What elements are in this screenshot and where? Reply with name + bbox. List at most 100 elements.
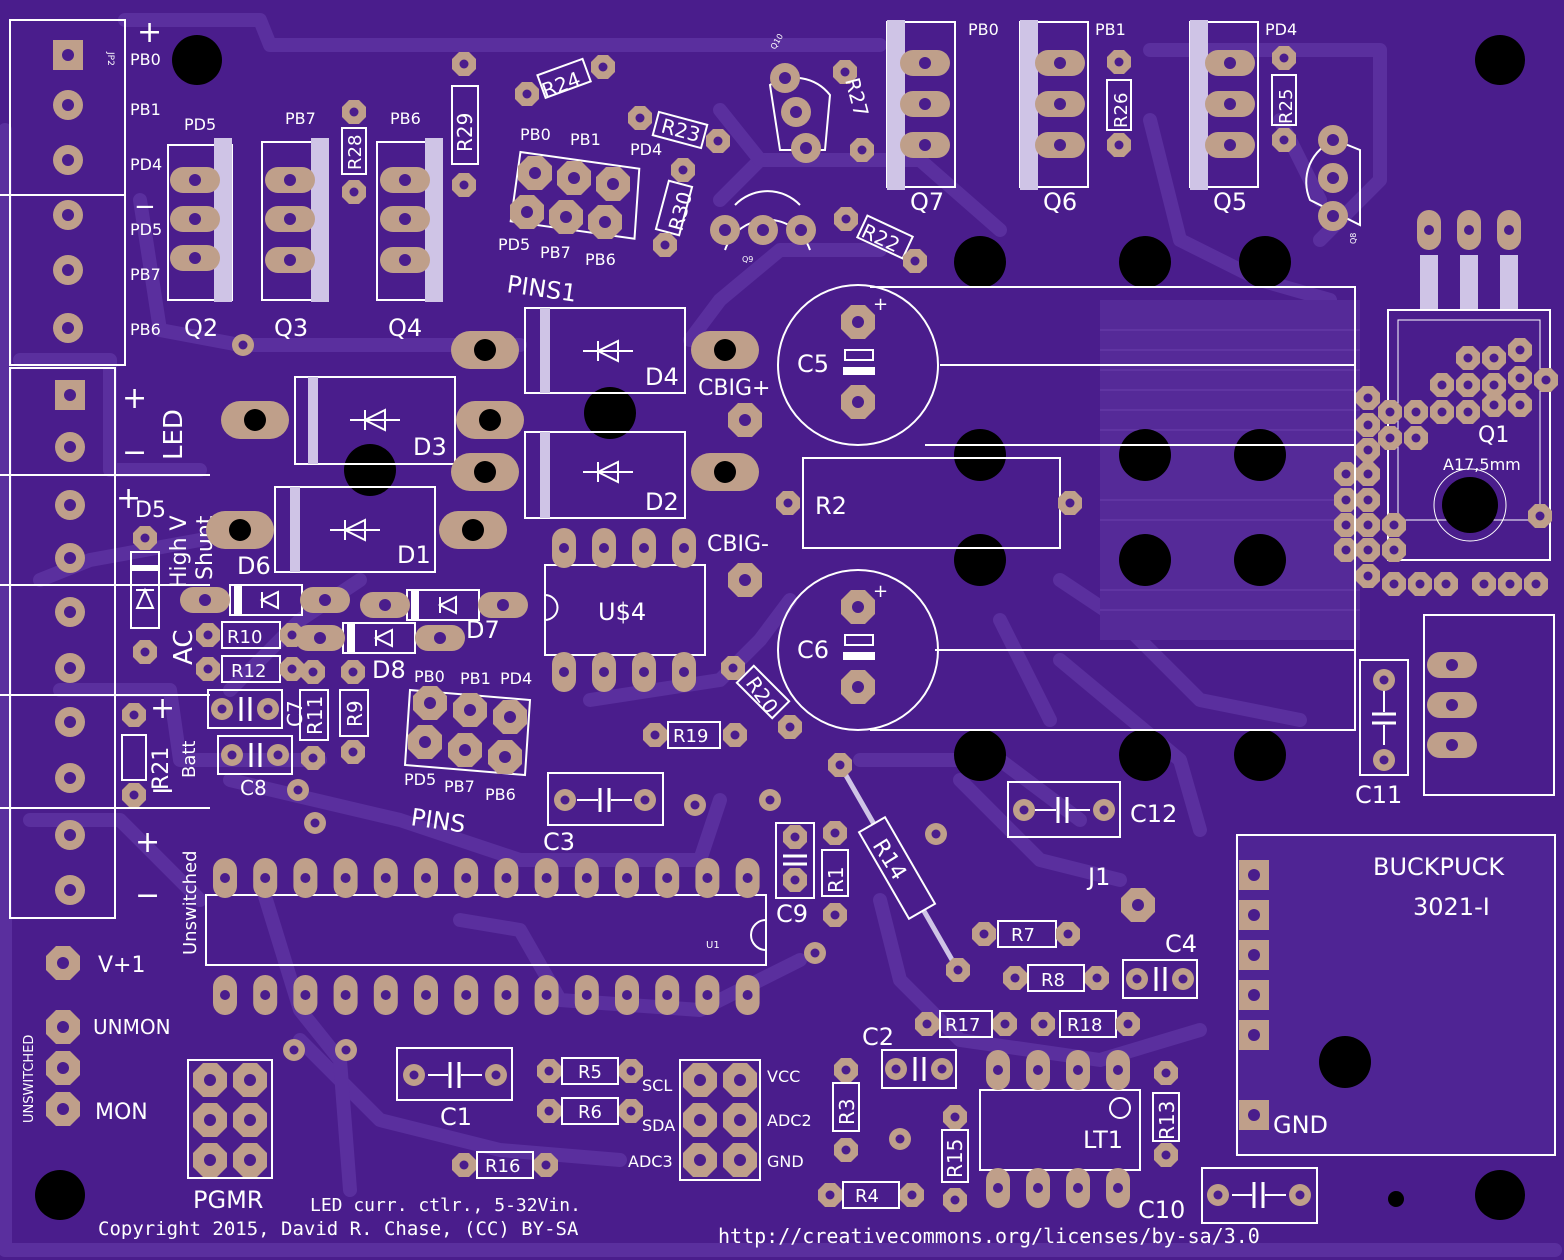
r13-resistor (1152, 1061, 1180, 1167)
q7-transistor (886, 20, 956, 190)
pins-bottom-1: PB7 (444, 777, 475, 796)
terminal-symbols: + − + + − + − (116, 381, 175, 913)
d8-diode (295, 622, 465, 654)
pins-top-2: PD4 (500, 669, 532, 688)
q6-port: PB1 (1095, 20, 1126, 39)
u1-pin-10 (574, 975, 599, 1015)
r29-resistor (451, 52, 479, 197)
batt-label: Batt (179, 741, 200, 779)
c9-capacitor (775, 822, 815, 899)
r3-label: R3 (835, 1098, 859, 1125)
r1-label: R1 (824, 866, 848, 893)
u1-pin-17 (655, 858, 680, 898)
q8-label: Q8 (1349, 233, 1358, 244)
r7-resistor (972, 920, 1080, 948)
r25-label: R25 (1276, 89, 1297, 124)
r28-resistor (341, 100, 367, 204)
footer-copyright: Copyright 2015, David R. Chase, (CC) BY-… (98, 1218, 579, 1240)
r12-resistor (196, 655, 304, 683)
d2-diode (451, 431, 759, 519)
c9-label: C9 (776, 900, 808, 928)
buckpuck-module (1236, 834, 1556, 1156)
q5-label: Q5 (1213, 188, 1247, 216)
r26-label: R26 (1111, 93, 1132, 128)
ac-label: AC (169, 630, 199, 665)
i2c-gnd: GND (767, 1152, 804, 1171)
d8-label: D8 (372, 656, 406, 684)
q10-transistor (768, 63, 832, 163)
r10-label: R10 (227, 627, 262, 648)
mon-label: MON (95, 1100, 148, 1125)
q8-transistor (1305, 125, 1361, 231)
c3-capacitor (547, 772, 664, 826)
r30-resistor (653, 158, 695, 257)
pins-top-0: PB0 (414, 667, 445, 686)
pins-top-1: PB1 (460, 669, 491, 688)
mount-hole-tr (1475, 35, 1525, 85)
led-label: LED (159, 409, 189, 460)
pins1-header (509, 150, 641, 240)
u4-label: U$4 (598, 598, 646, 626)
r1-resistor (821, 821, 849, 927)
batt-minus: − (150, 773, 175, 808)
q1-label: Q1 (1478, 423, 1509, 448)
d6-label: D6 (237, 552, 271, 580)
r21-resistor (121, 703, 147, 807)
c4-capacitor (1122, 959, 1198, 999)
c7-label: C7 (283, 700, 307, 727)
q5-port: PD4 (1265, 20, 1297, 39)
r12-label: R12 (231, 661, 266, 682)
q3-transistor (261, 138, 329, 302)
i2c-adc2: ADC2 (767, 1111, 812, 1130)
footer-title: LED curr. ctlr., 5-32Vin. (310, 1195, 581, 1216)
i2c-adc3: ADC3 (628, 1152, 673, 1171)
u1-pin-27 (253, 858, 278, 898)
u1-pin-22 (454, 858, 479, 898)
jp2-row-4: PB7 (130, 265, 161, 284)
r20-resistor (721, 656, 802, 739)
pins-header (403, 686, 532, 777)
c10-label: C10 (1138, 1196, 1185, 1224)
q6-label: Q6 (1043, 188, 1077, 216)
d3-label: D3 (413, 433, 447, 461)
jp2-minus: − (134, 192, 156, 222)
d3-diode (221, 376, 524, 465)
c2-capacitor (881, 1049, 957, 1089)
terminal-blocks-left (0, 367, 210, 919)
i2c-scl: SCL (642, 1076, 672, 1095)
u1-pin-20 (534, 858, 559, 898)
unswitched-label-h: UNSWITCHED (22, 1035, 37, 1123)
q7-port: PB0 (968, 20, 999, 39)
c12-capacitor (1007, 781, 1121, 838)
r9-resistor (339, 660, 369, 764)
q7-label: Q7 (910, 188, 944, 216)
r29-label: R29 (453, 113, 477, 152)
r17-label: R17 (945, 1015, 980, 1036)
unsw-plus: + (135, 825, 160, 860)
d7-label: D7 (466, 616, 500, 644)
c7-capacitor (207, 689, 283, 729)
d6-small-diode (180, 584, 350, 616)
u1-pin-25 (333, 858, 358, 898)
r25-resistor (1271, 46, 1297, 152)
r7-label: R7 (1011, 925, 1035, 946)
buckpuck-title: BUCKPUCK (1373, 853, 1505, 881)
c6-capacitor (777, 569, 939, 731)
q4-label: Q4 (388, 314, 422, 342)
c4-label: C4 (1165, 930, 1197, 958)
u1-pin-12 (655, 975, 680, 1015)
pgmr-label: PGMR (193, 1186, 263, 1214)
jp2-row-labels: PB0 PB1 PD4 PD5 PB7 PB6 (130, 50, 162, 339)
u1-pin-19 (574, 858, 599, 898)
pins1-top-0: PB0 (520, 125, 551, 144)
v-plus-1-label: V+1 (98, 953, 145, 978)
jp2-plus: + (137, 15, 162, 50)
r15-resistor (941, 1105, 969, 1212)
r28-label: R28 (345, 135, 366, 170)
copper-traces (0, 13, 1562, 1257)
u1-pin-2 (253, 975, 278, 1015)
mount-hole-bl (35, 1170, 85, 1220)
c6-label: C6 (797, 636, 829, 664)
q5-transistor (1189, 20, 1259, 190)
r24-resistor (515, 55, 615, 106)
